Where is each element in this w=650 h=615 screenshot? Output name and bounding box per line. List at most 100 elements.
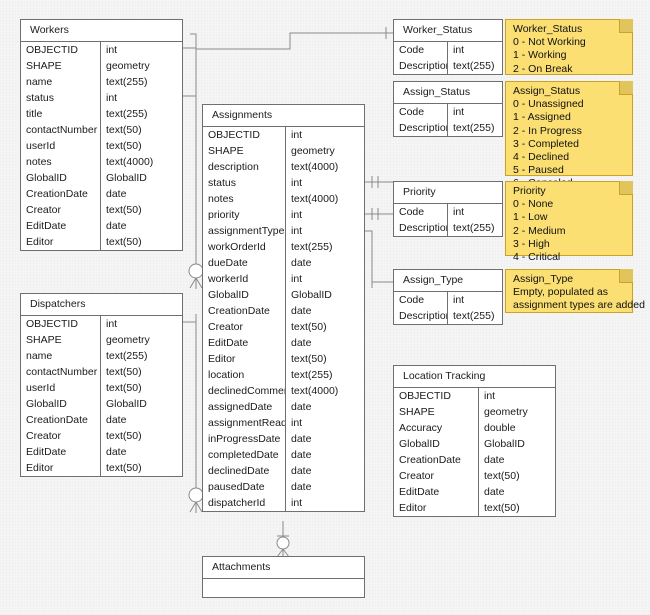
note-fold-corner-icon xyxy=(619,269,633,283)
note-line: 3 - Completed xyxy=(513,137,579,150)
field-type: text(255) xyxy=(453,222,495,234)
field-name: Description xyxy=(394,58,448,74)
field-type: text(50) xyxy=(484,502,520,514)
note-line: 4 - Critical xyxy=(513,251,561,264)
field-name: contactNumber xyxy=(21,122,101,138)
field-type: date xyxy=(291,257,312,269)
field-name: OBJECTID xyxy=(21,42,101,58)
field-name: inProgressDate xyxy=(203,431,286,447)
field-row: dueDate date xyxy=(203,255,364,271)
field-name: CreationDate xyxy=(21,412,101,428)
note-line: 1 - Working xyxy=(513,49,567,62)
field-type: text(4000) xyxy=(106,156,154,168)
field-name: Creator xyxy=(21,428,101,444)
note-line: 2 - On Break xyxy=(513,62,573,75)
field-type: text(255) xyxy=(106,76,148,88)
field-type: geometry xyxy=(106,60,150,72)
entity-attachments[interactable]: Attachments xyxy=(202,556,365,598)
field-name: name xyxy=(21,348,101,364)
field-type: date xyxy=(106,446,127,458)
field-name: GlobalID xyxy=(21,170,101,186)
field-name: EditDate xyxy=(21,218,101,234)
field-name: OBJECTID xyxy=(21,316,101,332)
field-name: pausedDate xyxy=(203,479,286,495)
field-type: text(255) xyxy=(453,310,495,322)
field-name: location xyxy=(203,367,286,383)
note-title: Assign_Type xyxy=(513,273,574,285)
field-name: assignmentType xyxy=(203,223,286,239)
field-type: date xyxy=(106,220,127,232)
note-line: 0 - Unassigned xyxy=(513,98,584,111)
field-type: date xyxy=(291,465,312,477)
note-line: 2 - In Progress xyxy=(513,124,582,137)
field-type: int xyxy=(453,44,465,56)
field-name: CreationDate xyxy=(394,452,479,468)
field-type: date xyxy=(291,305,312,317)
field-list xyxy=(203,579,364,597)
field-row: notes text(4000) xyxy=(203,191,364,207)
note-fold-corner-icon xyxy=(619,181,633,195)
field-name: Description xyxy=(394,220,448,236)
field-type: text(50) xyxy=(106,236,142,248)
field-name: SHAPE xyxy=(203,143,286,159)
field-type: GlobalID xyxy=(106,172,147,184)
note-line: 3 - High xyxy=(513,237,550,250)
field-type: int xyxy=(291,417,303,429)
note-fold-corner-icon xyxy=(619,81,633,95)
field-type: text(50) xyxy=(291,321,327,333)
field-name: name xyxy=(21,74,101,90)
field-type: date xyxy=(291,433,312,445)
field-type: text(255) xyxy=(453,122,495,134)
field-name: notes xyxy=(203,191,286,207)
field-name: dueDate xyxy=(203,255,286,271)
note-line: 2 - Medium xyxy=(513,224,566,237)
field-type: text(4000) xyxy=(291,385,339,397)
entity-title: Location Tracking xyxy=(394,366,555,388)
field-type: text(255) xyxy=(106,108,148,120)
field-name: Code xyxy=(394,204,448,220)
field-name: assignmentRead xyxy=(203,415,286,431)
field-type: int xyxy=(291,273,303,285)
field-name: completedDate xyxy=(203,447,286,463)
field-type: text(4000) xyxy=(291,193,339,205)
field-name: SHAPE xyxy=(394,404,479,420)
field-name: Creator xyxy=(394,468,479,484)
field-type: double xyxy=(484,422,516,434)
